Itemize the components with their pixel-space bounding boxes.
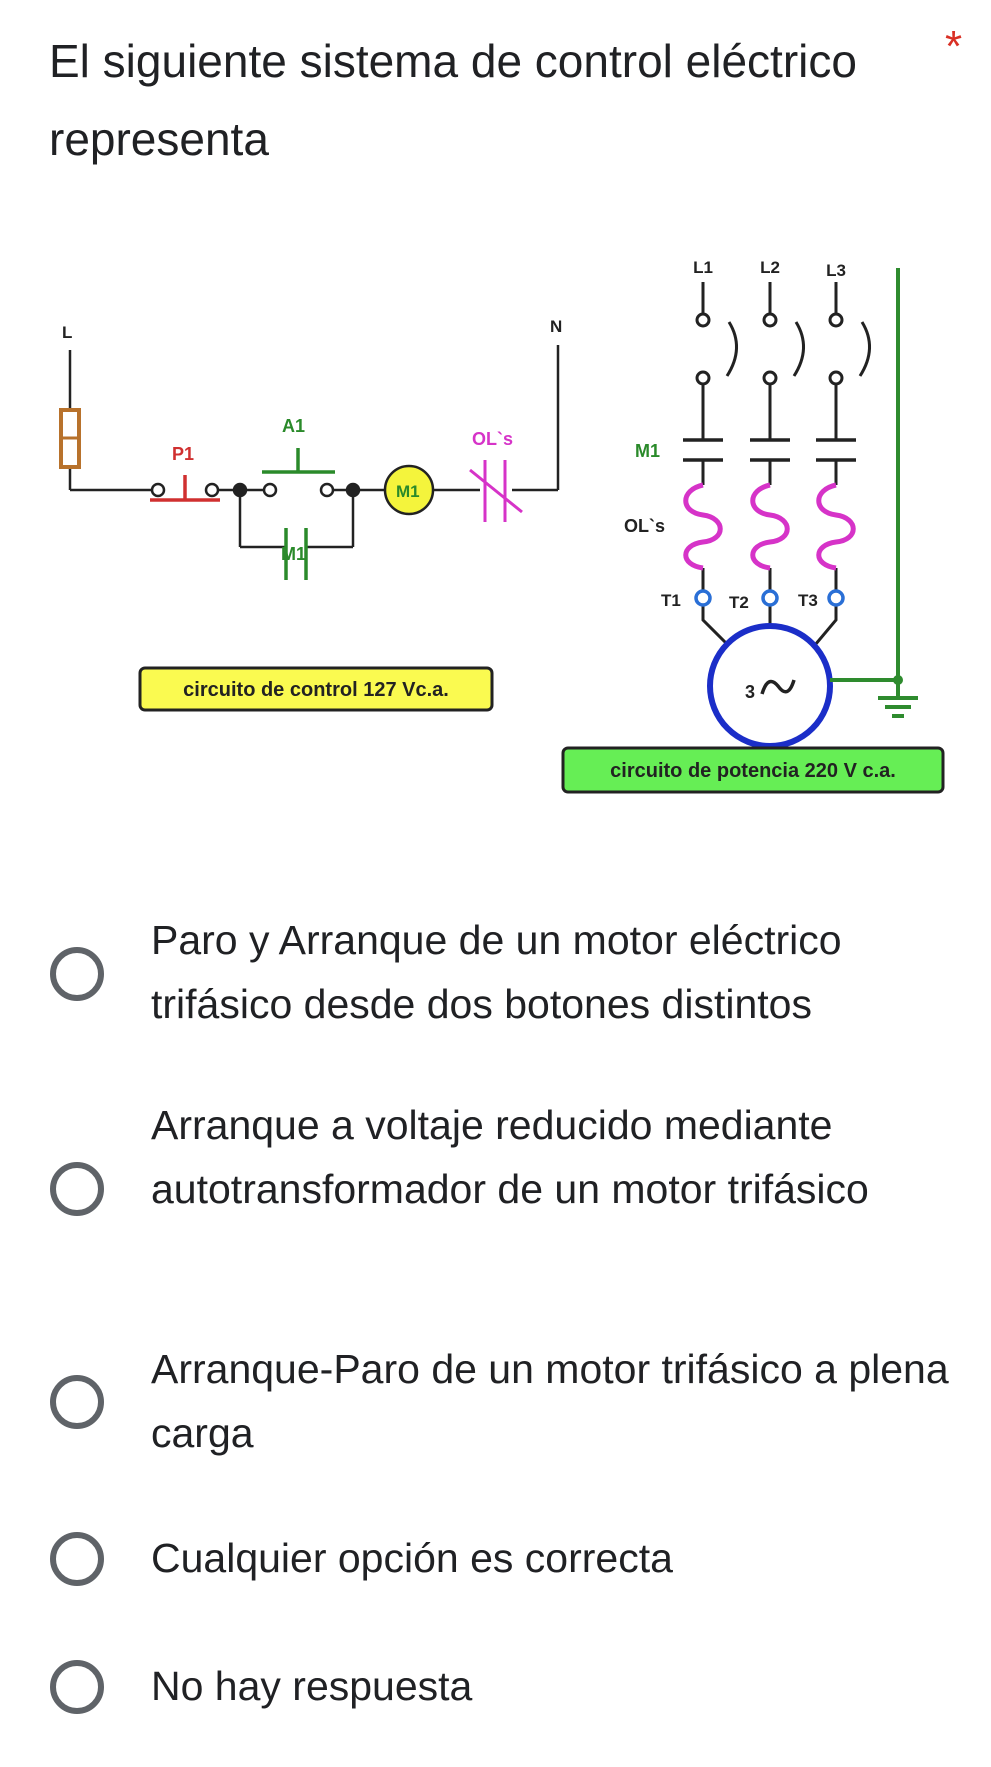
power-caption: circuito de potencia 220 V c.a.	[610, 760, 896, 782]
a1-terminal-left	[262, 482, 278, 498]
label-t1: T1	[661, 591, 681, 610]
power-contactor-symbol	[683, 438, 856, 462]
label-t3: T3	[798, 591, 818, 610]
option-5[interactable]: No hay respuesta	[0, 1652, 991, 1732]
p1-terminal-left	[150, 482, 166, 498]
seal-contact-symbol	[284, 528, 308, 580]
overload-contact-symbol	[469, 460, 523, 522]
coil-icon	[383, 464, 435, 516]
power-caption-box	[561, 746, 945, 794]
control-caption: circuito de control 127 Vc.a.	[183, 679, 449, 701]
control-circuit	[68, 345, 560, 549]
label-a1: A1	[282, 416, 305, 436]
disconnect-arc-symbol	[725, 321, 871, 377]
radio-button[interactable]	[50, 1660, 104, 1714]
option-label[interactable]: Arranque a voltaje reducido mediante aut…	[151, 1102, 869, 1212]
label-l1: L1	[693, 258, 713, 277]
label-l2: L2	[760, 258, 780, 277]
motor-icon	[707, 623, 833, 749]
label-t2: T2	[729, 593, 749, 612]
radio-button[interactable]	[50, 1532, 104, 1586]
label-p1: P1	[172, 444, 194, 464]
power-circuit-wires	[701, 282, 838, 647]
ground-symbol	[830, 268, 918, 718]
control-caption-box	[138, 666, 494, 712]
label-seal-m1: M1	[281, 544, 306, 564]
disconnect-switch-symbol	[695, 312, 844, 386]
a1-terminal-right	[319, 482, 335, 498]
option-label[interactable]: Cualquier opción es correcta	[151, 1535, 673, 1581]
label-power-m1: M1	[635, 441, 660, 461]
p1-terminal-right	[204, 482, 220, 498]
radio-button[interactable]	[50, 947, 104, 1001]
terminal-symbol	[694, 589, 845, 607]
label-l: L	[62, 323, 72, 342]
start-button-symbol	[262, 448, 335, 474]
radio-button[interactable]	[50, 1162, 104, 1216]
option-label[interactable]: Arranque-Paro de un motor trifásico a pl…	[151, 1346, 949, 1456]
question-title: El siguiente sistema de control eléctric…	[49, 35, 857, 165]
label-coil-m1: M1	[396, 482, 420, 501]
motor-label: 3	[745, 682, 755, 702]
option-label[interactable]: No hay respuesta	[151, 1663, 473, 1709]
electrical-diagram: L N P1 A1 M1 M1 OL`s circuito de control…	[40, 250, 960, 850]
label-power-ols: OL`s	[624, 516, 665, 536]
ground-junction	[893, 675, 903, 685]
junction-left	[232, 482, 248, 498]
option-2[interactable]: Arranque a voltaje reducido mediante aut…	[0, 1090, 991, 1290]
option-3[interactable]: Arranque-Paro de un motor trifásico a pl…	[0, 1335, 991, 1475]
label-n: N	[550, 317, 562, 336]
option-label[interactable]: Paro y Arranque de un motor eléctrico tr…	[151, 917, 842, 1027]
ac-wave-icon	[760, 679, 796, 695]
stop-button-symbol	[150, 475, 220, 502]
overload-heater-symbol	[683, 482, 856, 571]
label-l3: L3	[826, 261, 846, 280]
label-control-ols: OL`s	[472, 429, 513, 449]
junction-right	[345, 482, 361, 498]
required-asterisk: *	[945, 22, 963, 71]
option-4[interactable]: Cualquier opción es correcta	[0, 1520, 991, 1600]
option-1[interactable]: Paro y Arranque de un motor eléctrico tr…	[0, 900, 991, 1040]
diagram-svg: L N P1 A1 M1 M1 OL`s circuito de control…	[59, 258, 945, 794]
radio-button[interactable]	[50, 1375, 104, 1429]
